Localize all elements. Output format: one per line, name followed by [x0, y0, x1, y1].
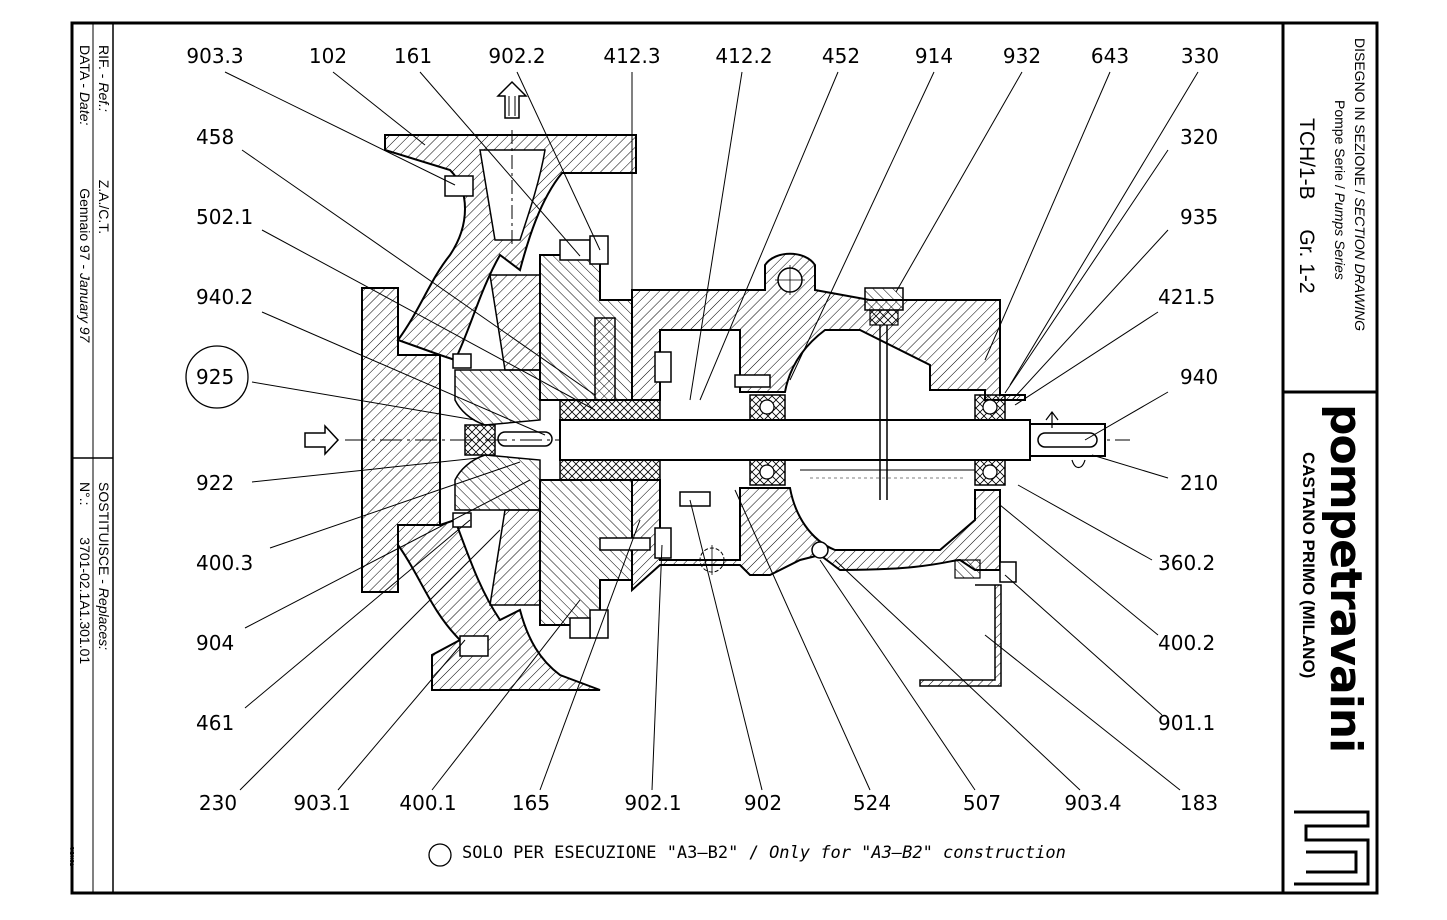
part-label-412-3: 412.3: [603, 44, 661, 68]
number-value: 3701-02.1A1.301.01: [77, 537, 93, 665]
part-label-421-5: 421.5: [1158, 285, 1216, 309]
part-label-903-3: 903.3: [186, 44, 244, 68]
date-row: DATA - Date: Gennaio 97 - January 97: [77, 45, 93, 342]
construction-note: SOLO PER ESECUZIONE "A3–B2" / Only for "…: [462, 843, 1066, 863]
part-label-940-2: 940.2: [196, 285, 254, 309]
part-label-914: 914: [914, 44, 954, 68]
number-row: N°.: 3701-02.1A1.301.01: [77, 482, 93, 664]
tiny-drawing-code: TCH/B/1: [70, 846, 76, 866]
date-label-en: Date:: [77, 91, 93, 126]
part-label-161: 161: [393, 44, 433, 68]
part-label-902: 902: [743, 791, 783, 815]
part-label-643: 643: [1090, 44, 1130, 68]
part-label-360-2: 360.2: [1158, 551, 1216, 575]
date-label: DATA -: [77, 45, 93, 92]
part-label-330: 330: [1180, 44, 1220, 68]
part-label-400-1: 400.1: [399, 791, 457, 815]
number-label: N°.:: [77, 482, 93, 506]
model-row: TCH/1-B Gr. 1-2: [1294, 118, 1318, 294]
part-label-502-1: 502.1: [196, 205, 254, 229]
part-label-507: 507: [962, 791, 1002, 815]
ref-row: RIF. - Ref.: Z.A./C.T.: [96, 45, 112, 234]
title-line-1: DISEGNO IN SEZIONE / SECTION DRAWING: [1352, 38, 1368, 331]
part-label-922: 922: [196, 471, 235, 495]
replaces-row: SOSTITUISCE - Replaces:: [96, 482, 112, 650]
part-label-903-1: 903.1: [293, 791, 351, 815]
title-line-2: Pompe Serie / Pumps Series: [1332, 100, 1348, 280]
construction-note-it: SOLO PER ESECUZIONE "A3–B2": [462, 843, 739, 863]
note-marker-circle: [428, 843, 452, 867]
part-label-904: 904: [196, 631, 235, 655]
ref-label-en: Ref.:: [96, 82, 112, 112]
company-logo-mark: [1294, 810, 1370, 886]
date-value-en: January 97: [77, 273, 93, 343]
title-line-2-it: Pompe Serie /: [1332, 100, 1348, 193]
part-label-458: 458: [196, 125, 235, 149]
construction-note-en: Only for "A3–B2" construction: [769, 843, 1066, 863]
part-label-320: 320: [1180, 125, 1219, 149]
part-label-452: 452: [821, 44, 861, 68]
replaces-label: SOSTITUISCE -: [96, 482, 112, 588]
part-label-932: 932: [1002, 44, 1042, 68]
part-label-925: 925: [196, 365, 235, 389]
part-label-902-1: 902.1: [624, 791, 682, 815]
part-label-412-2: 412.2: [715, 44, 773, 68]
part-label-901-1: 901.1: [1158, 711, 1216, 735]
part-label-903-4: 903.4: [1064, 791, 1122, 815]
part-label-902-2: 902.2: [488, 44, 546, 68]
ref-label: RIF. -: [96, 45, 112, 83]
title-line-2-en: Pumps Series: [1332, 192, 1348, 280]
pump-group: Gr. 1-2: [1295, 229, 1318, 294]
date-value-it: Gennaio 97 -: [77, 188, 93, 274]
company-location: CASTANO PRIMO (MILANO): [1299, 452, 1318, 679]
pump-model: TCH/1-B: [1295, 118, 1318, 200]
part-label-400-3: 400.3: [196, 551, 254, 575]
part-label-400-2: 400.2: [1158, 631, 1216, 655]
title-line-1-en: SECTION DRAWING: [1352, 197, 1368, 331]
part-label-102: 102: [308, 44, 348, 68]
part-label-183: 183: [1179, 791, 1219, 815]
circled-label-ring: [185, 345, 249, 409]
part-label-461: 461: [196, 711, 235, 735]
part-label-940: 940: [1180, 365, 1219, 389]
part-label-935: 935: [1180, 205, 1219, 229]
part-label-210: 210: [1180, 471, 1219, 495]
title-line-1-it: DISEGNO IN SEZIONE /: [1352, 38, 1368, 198]
ref-value: Z.A./C.T.: [96, 179, 112, 235]
part-label-230: 230: [198, 791, 238, 815]
company-name: pompetravaini: [1320, 404, 1371, 753]
construction-note-separator: /: [738, 843, 770, 863]
replaces-label-en: Replaces:: [96, 587, 112, 651]
part-label-165: 165: [511, 791, 551, 815]
part-label-524: 524: [852, 791, 892, 815]
